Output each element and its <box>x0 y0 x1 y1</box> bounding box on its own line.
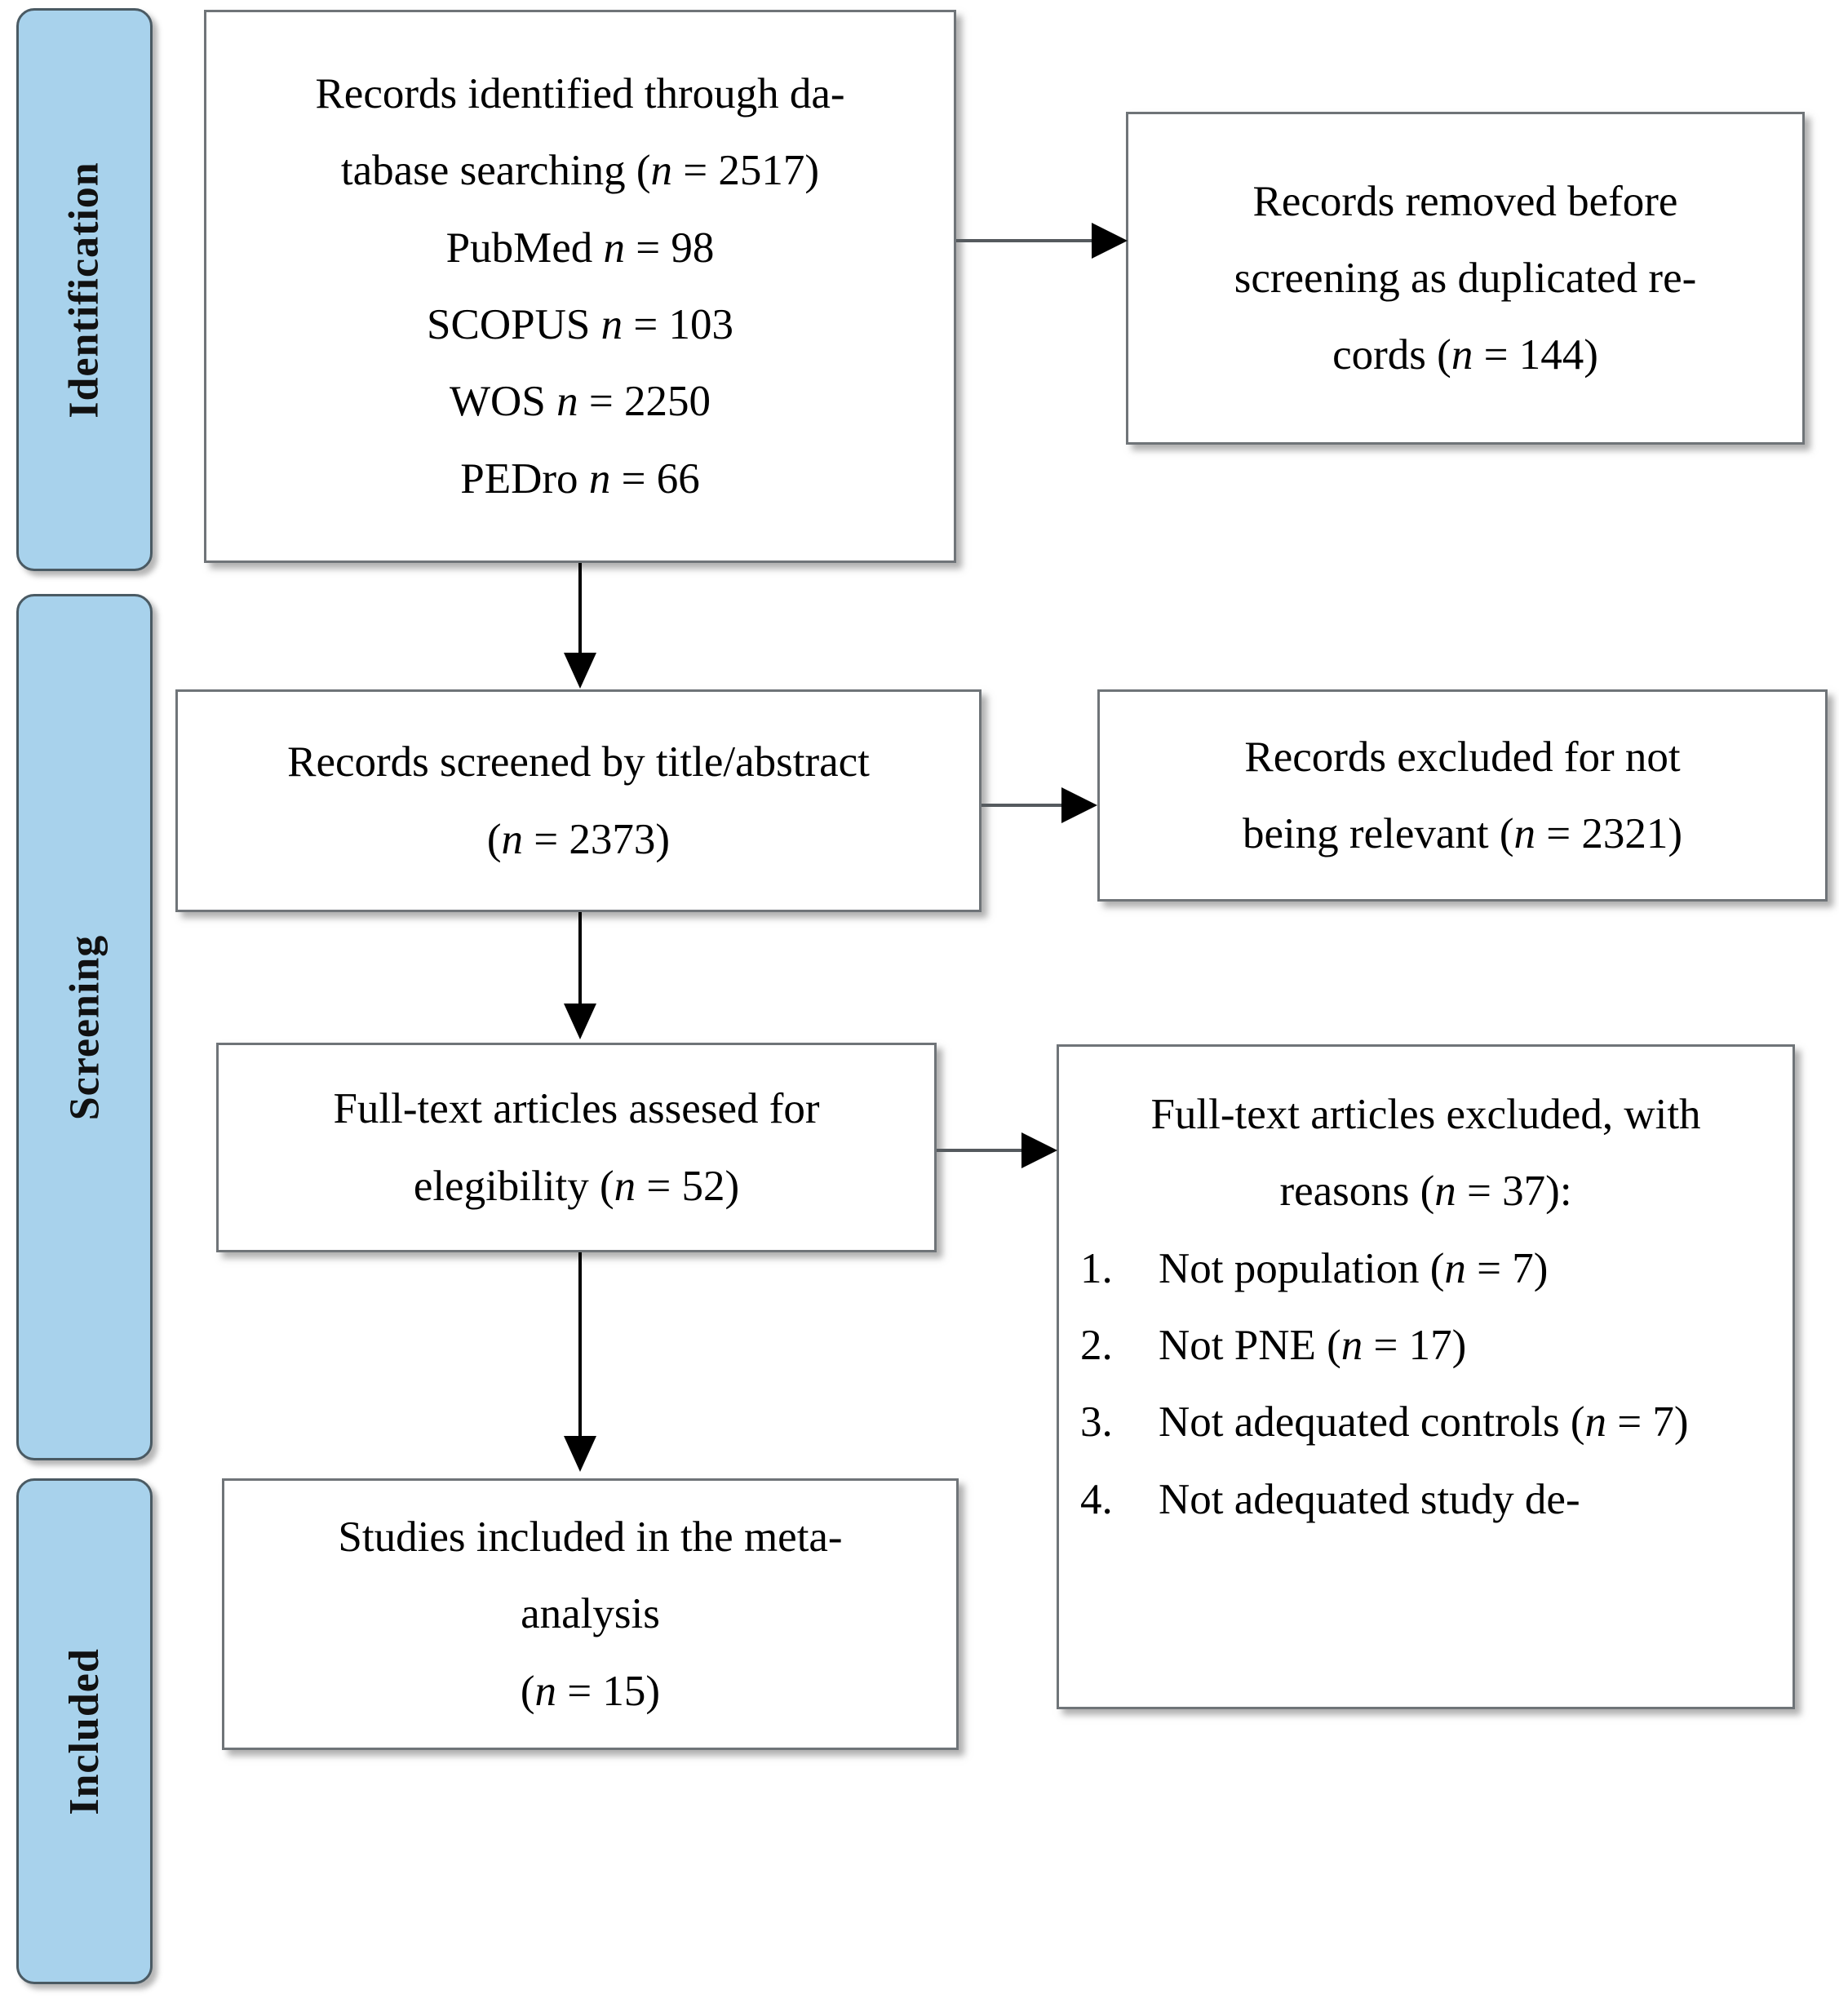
exclusion-reason-item: 2. Not PNE (n = 17) <box>1080 1307 1771 1384</box>
connector-screened-to-fulltext <box>578 912 582 1006</box>
fulltext-excluded-line-2: reasons (n = 37): <box>1279 1168 1572 1216</box>
fulltext-excluded-line-1: Full-text articles excluded, with <box>1150 1091 1701 1138</box>
stage-pill-screening: Screening <box>16 594 153 1460</box>
records-screened-line-2: (n = 2373) <box>486 815 671 863</box>
box-included-studies: Studies included in the meta- analysis (… <box>222 1478 959 1750</box>
arrowhead-screened-to-fulltext <box>564 1004 596 1039</box>
connector-identified-to-screened <box>578 563 582 657</box>
records-screened-line-1: Records screened by title/abstract <box>287 738 870 786</box>
stage-pill-identification: Identification <box>16 8 153 571</box>
exclusion-reason-text: Not population (n = 7) <box>1159 1244 1549 1292</box>
exclusion-reason-text: Not PNE (n = 17) <box>1159 1321 1467 1369</box>
fulltext-assessed-line-2: elegibility (n = 52) <box>413 1162 740 1210</box>
records-identified-line-2: tabase searching (n = 2517) <box>340 147 820 195</box>
records-identified-wos: WOS n = 2250 <box>450 378 711 426</box>
exclusion-reasons-list: 1. Not population (n = 7) 2. Not PNE (n … <box>1080 1230 1771 1538</box>
arrowhead-fulltext-to-included <box>564 1436 596 1472</box>
arrowhead-identified-to-duplicates <box>1092 223 1128 259</box>
included-studies-line-3: (n = 15) <box>520 1667 661 1715</box>
arrowhead-fulltext-to-excluded <box>1021 1132 1057 1168</box>
included-studies-line-1: Studies included in the meta- <box>338 1513 843 1561</box>
exclusion-reason-item: 3. Not adequated controls (n = 7) <box>1080 1384 1771 1460</box>
included-studies-line-2: analysis <box>521 1590 660 1638</box>
connector-identified-to-duplicates <box>956 239 1093 242</box>
exclusion-reason-number: 3. <box>1080 1398 1113 1447</box>
excluded-not-relevant-line-2: being relevant (n = 2321) <box>1242 810 1683 857</box>
stage-label-screening: Screening <box>61 934 108 1120</box>
duplicates-removed-line-3: cords (n = 144) <box>1332 331 1598 379</box>
records-identified-pedro: PEDro n = 66 <box>460 454 700 503</box>
exclusion-reason-number: 4. <box>1080 1475 1113 1523</box>
box-records-screened: Records screened by title/abstract (n = … <box>175 689 982 912</box>
records-identified-line-1: Records identified through da- <box>315 70 845 118</box>
exclusion-reason-number: 2. <box>1080 1321 1113 1369</box>
stage-label-identification: Identification <box>61 161 109 419</box>
connector-fulltext-to-included <box>578 1252 582 1440</box>
fulltext-assessed-line-1: Full-text articles assesed for <box>333 1085 820 1133</box>
box-records-identified: Records identified through da- tabase se… <box>204 10 956 563</box>
stage-pill-included: Included <box>16 1478 153 1984</box>
records-identified-scopus: SCOPUS n = 103 <box>427 301 733 348</box>
box-duplicates-removed: Records removed before screening as dupl… <box>1126 112 1805 445</box>
connector-screened-to-excluded <box>982 804 1063 807</box>
records-identified-pubmed: PubMed n = 98 <box>445 224 715 272</box>
excluded-not-relevant-line-1: Records excluded for not <box>1244 733 1681 781</box>
duplicates-removed-line-2: screening as duplicated re- <box>1234 254 1697 302</box>
box-fulltext-assessed: Full-text articles assesed for elegibili… <box>216 1043 937 1252</box>
connector-fulltext-to-excluded <box>937 1149 1023 1152</box>
duplicates-removed-line-1: Records removed before <box>1252 177 1678 225</box>
arrowhead-screened-to-excluded <box>1061 787 1097 823</box>
arrowhead-identified-to-screened <box>564 653 596 689</box>
exclusion-reason-item: 4. Not adequated study de- <box>1080 1461 1771 1538</box>
box-fulltext-excluded: Full-text articles excluded, with reason… <box>1057 1044 1795 1709</box>
exclusion-reason-item: 1. Not population (n = 7) <box>1080 1230 1771 1307</box>
exclusion-reason-text: Not adequated controls (n = 7) <box>1159 1398 1689 1447</box>
exclusion-reason-text: Not adequated study de- <box>1159 1475 1580 1523</box>
exclusion-reason-number: 1. <box>1080 1244 1113 1292</box>
box-excluded-not-relevant: Records excluded for not being relevant … <box>1097 689 1828 902</box>
stage-label-included: Included <box>61 1647 108 1815</box>
